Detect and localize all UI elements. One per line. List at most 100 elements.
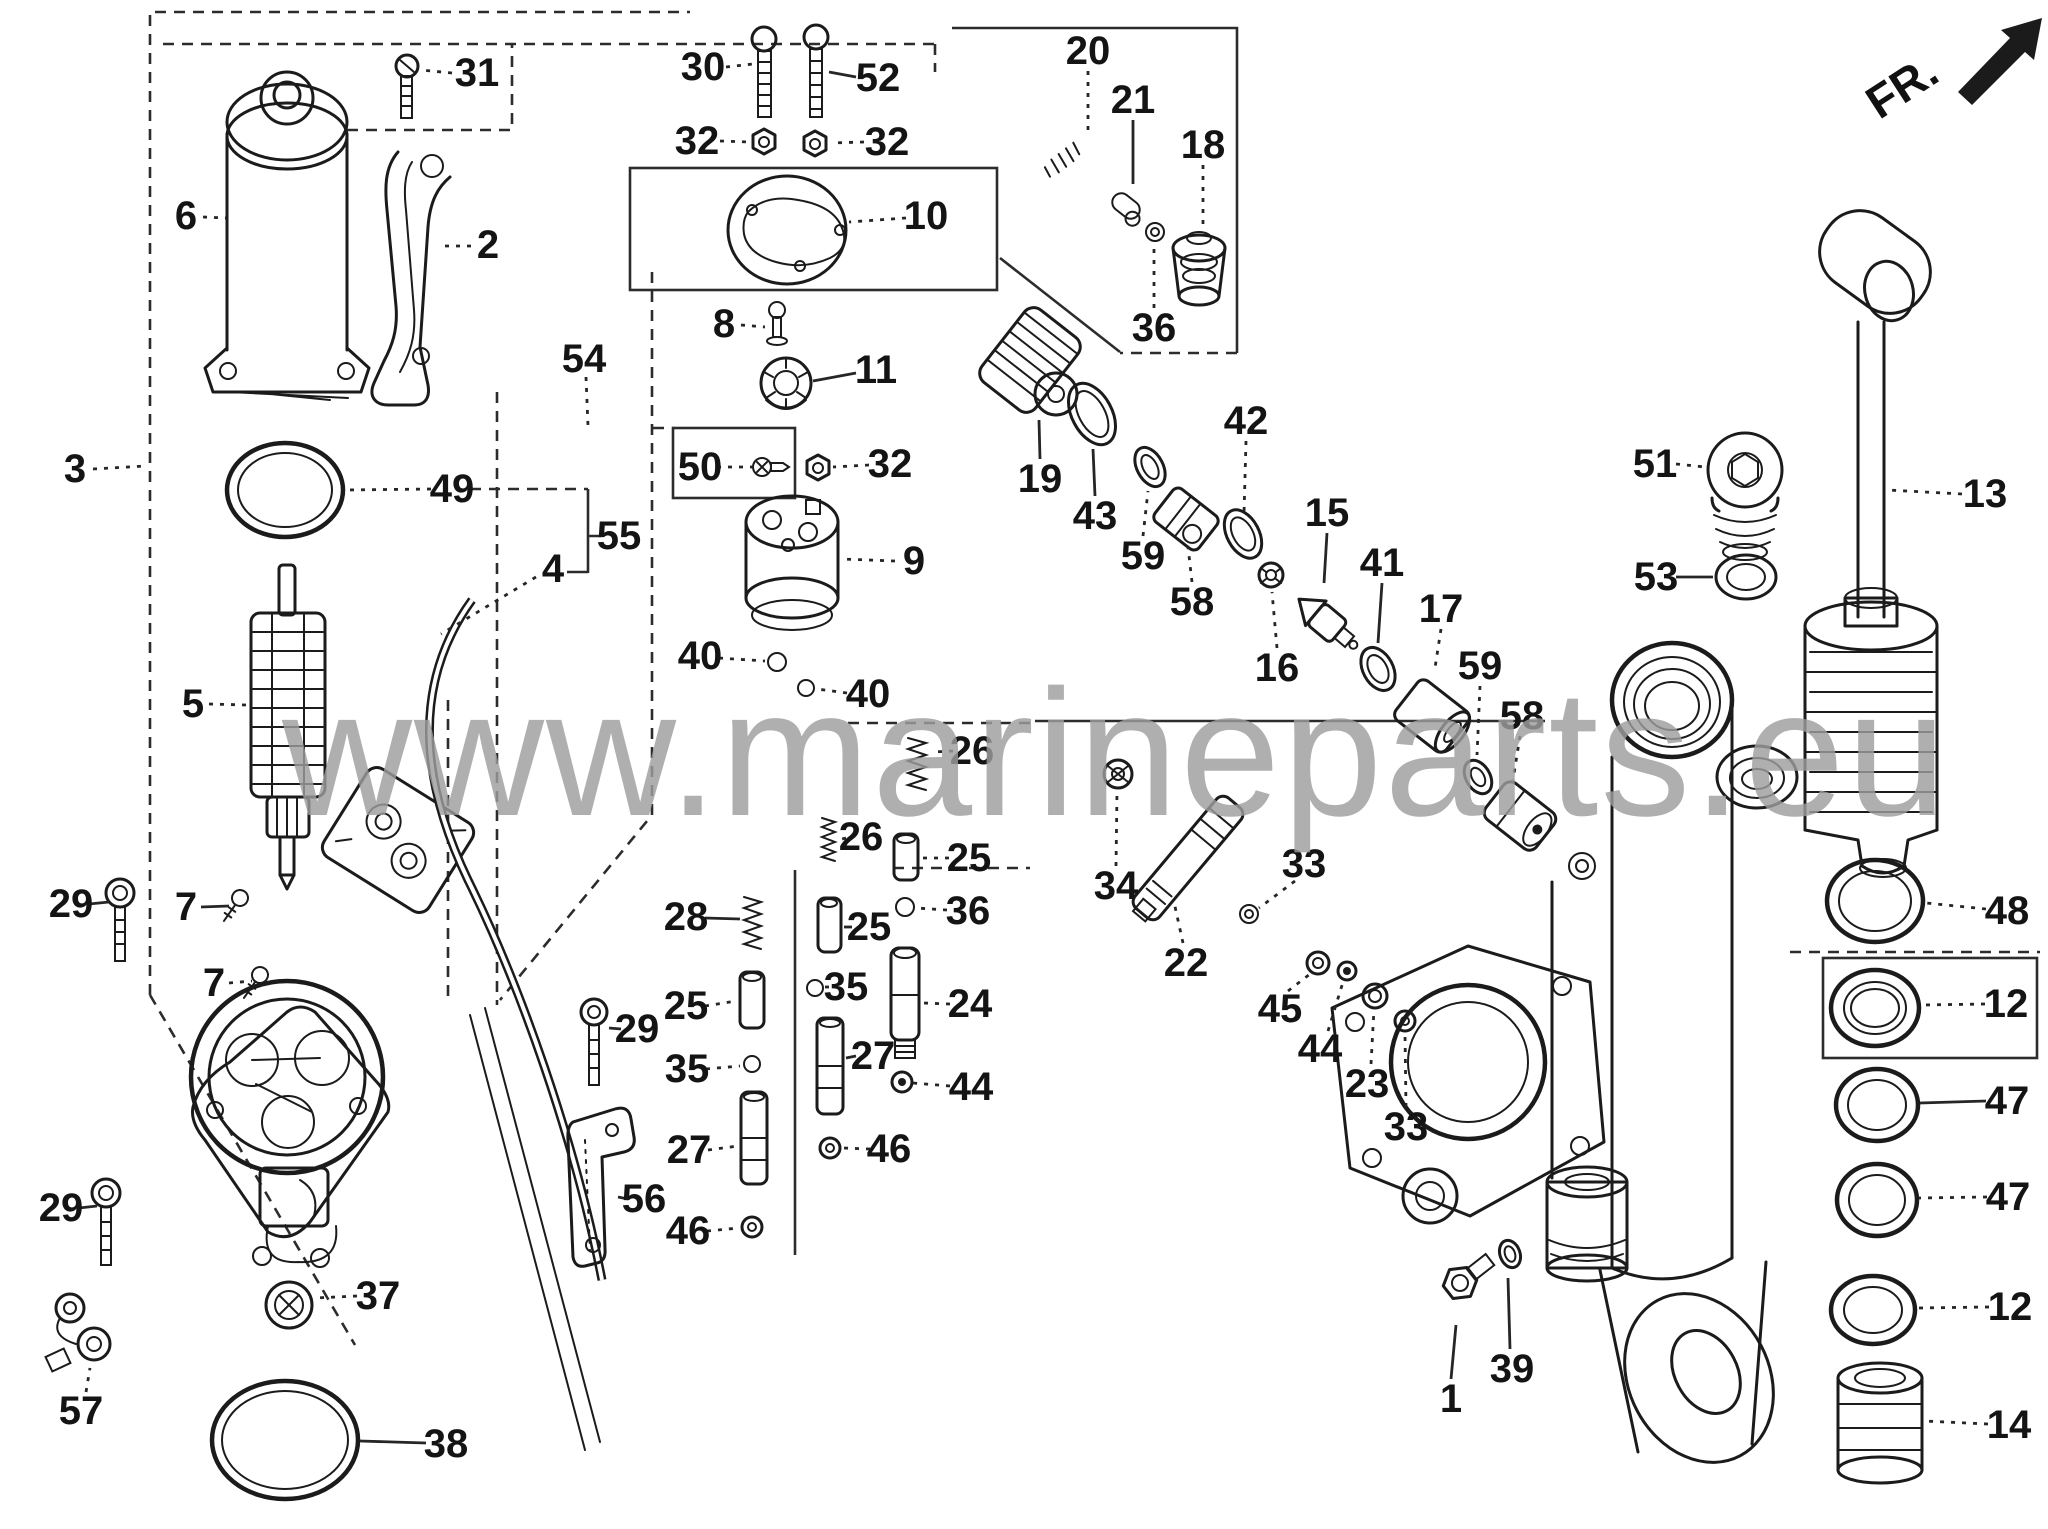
leader-line-38 <box>359 1439 427 1445</box>
leader-line-24 <box>922 1001 951 1006</box>
part-callout-59: 59 <box>1458 644 1503 688</box>
part-callout-17: 17 <box>1419 587 1464 631</box>
valve-15-drawing <box>1297 597 1359 650</box>
seal-59b-drawing <box>1462 758 1494 796</box>
leader-line-31 <box>420 68 453 75</box>
leader-line-16 <box>1270 591 1279 649</box>
part-callout-15: 15 <box>1305 491 1350 535</box>
part-callout-28: 28 <box>664 895 709 939</box>
leader-line-26 <box>837 836 847 842</box>
leader-line-52 <box>828 70 857 79</box>
leader-line-43 <box>1091 448 1097 497</box>
leader-line-39 <box>1506 1277 1512 1350</box>
leader-line-4 <box>440 575 537 636</box>
leader-line-54 <box>584 376 590 427</box>
pump-pipe-inner <box>427 598 604 1281</box>
leader-line-40 <box>816 687 848 695</box>
bolt-52-drawing <box>802 23 830 118</box>
leader-line-17 <box>1433 628 1443 669</box>
leader-line-36 <box>915 906 948 912</box>
part-callout-48: 48 <box>1985 889 2030 933</box>
leader-line-8 <box>740 323 766 329</box>
part-callout-45: 45 <box>1258 987 1303 1031</box>
part-callout-3: 3 <box>64 447 86 491</box>
part-callout-26: 26 <box>839 815 884 859</box>
part-callout-40: 40 <box>846 672 891 716</box>
gasket-plate-10-drawing <box>726 174 848 286</box>
leader-line-28 <box>704 916 741 921</box>
leader-line-33 <box>1258 879 1296 910</box>
ball-40a-drawing <box>767 652 787 672</box>
part-callout-24: 24 <box>948 982 993 1026</box>
cylinder-17-drawing <box>1393 678 1472 754</box>
leader-line-46 <box>842 1146 871 1151</box>
part-callout-20: 20 <box>1066 29 1111 73</box>
part-callout-12: 12 <box>1988 1285 2033 1329</box>
part-callout-13: 13 <box>1963 472 2008 516</box>
ball-34-drawing <box>1102 758 1134 790</box>
leader-line-41 <box>1376 582 1384 644</box>
leader-line-34 <box>1114 791 1119 867</box>
leader-line-23 <box>1369 1008 1376 1065</box>
leader-line-56 <box>617 1195 629 1201</box>
leader-line-48 <box>1925 901 1987 911</box>
leader-line-19 <box>1037 419 1042 460</box>
part-callout-32: 32 <box>868 442 913 486</box>
oring-42-drawing <box>1222 508 1264 560</box>
part-callout-32: 32 <box>865 120 910 164</box>
leader-line-27 <box>845 1054 857 1060</box>
part-callout-51: 51 <box>1633 442 1678 486</box>
bolt-30-drawing <box>750 25 778 118</box>
bolt-29b-drawing <box>90 1177 122 1266</box>
part-callout-31: 31 <box>455 51 500 95</box>
part-callout-44: 44 <box>1298 1027 1343 1071</box>
leader-line-30 <box>725 62 754 69</box>
spool-58a-drawing <box>1152 486 1220 552</box>
plug-51-drawing <box>1706 431 1784 561</box>
leader-line-29 <box>608 1026 622 1031</box>
part-callout-25: 25 <box>947 836 992 880</box>
part-callout-49: 49 <box>430 467 475 511</box>
part-callout-35: 35 <box>665 1047 710 1091</box>
part-callout-33: 33 <box>1282 842 1327 886</box>
bolt-1-drawing <box>1441 1252 1496 1301</box>
leader-line-14 <box>1923 1419 1989 1426</box>
nut-32b-drawing <box>802 129 828 158</box>
fr-arrow-icon <box>1958 18 2042 105</box>
leader-line-27 <box>707 1144 739 1152</box>
part-callout-55: 55 <box>597 514 642 558</box>
ring-48-drawing <box>1824 857 1926 945</box>
part-callout-38: 38 <box>424 1422 469 1466</box>
part-callout-58: 58 <box>1170 580 1215 624</box>
part-callout-52: 52 <box>856 56 901 100</box>
part-callout-21: 21 <box>1111 78 1156 122</box>
part-callout-12: 12 <box>1984 982 2029 1026</box>
part-callout-46: 46 <box>666 1209 711 1253</box>
leader-line-7 <box>228 979 253 985</box>
oring-53-drawing <box>1714 553 1778 601</box>
ring-47b-drawing <box>1834 1161 1920 1239</box>
part-callout-7: 7 <box>175 885 197 929</box>
part-callout-27: 27 <box>851 1034 896 1078</box>
screw-7b-drawing <box>242 966 269 999</box>
washer-39-drawing <box>1497 1238 1523 1270</box>
canister-19-drawing <box>978 306 1082 417</box>
leader-line-15 <box>1322 532 1329 584</box>
nut-44b-drawing <box>1336 960 1358 982</box>
part-callout-18: 18 <box>1181 123 1226 167</box>
part-callout-46: 46 <box>867 1127 912 1171</box>
part-callout-36: 36 <box>1132 306 1177 350</box>
oring-36a-drawing <box>1145 222 1165 242</box>
part-callout-6: 6 <box>175 194 197 238</box>
leader-line-44 <box>912 1081 951 1088</box>
leader-line-49 <box>345 487 432 492</box>
leader-line-5 <box>208 702 248 707</box>
part-callout-5: 5 <box>182 682 204 726</box>
part-callout-23: 23 <box>1345 1062 1390 1106</box>
leader-line-25 <box>704 999 737 1008</box>
part-callout-29: 29 <box>49 882 94 926</box>
part-callout-19: 19 <box>1018 457 1063 501</box>
snapring-33a-drawing <box>1239 904 1259 924</box>
leader-line-51 <box>1675 462 1706 469</box>
